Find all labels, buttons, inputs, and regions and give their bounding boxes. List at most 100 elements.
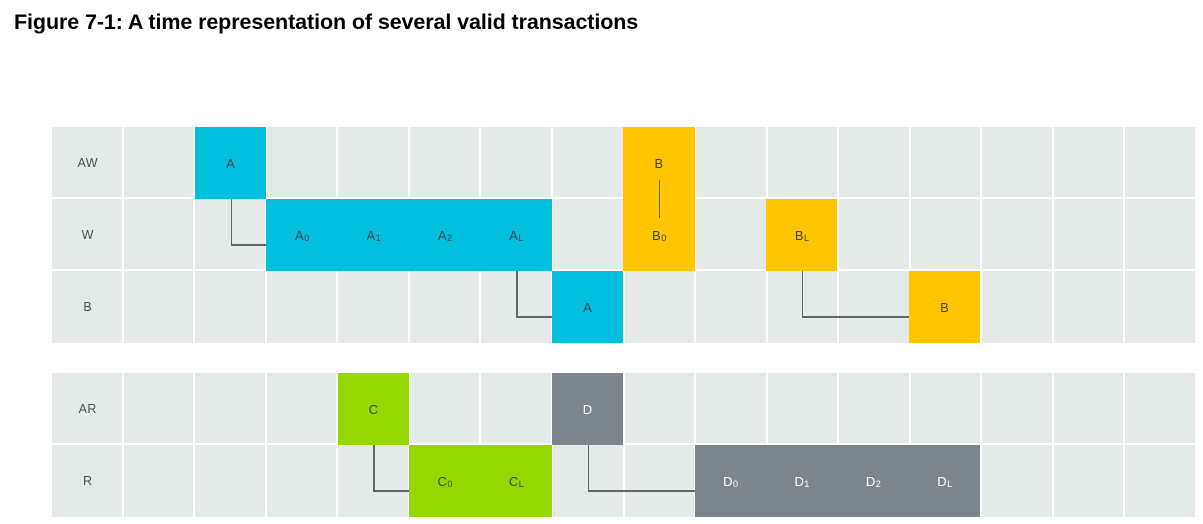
grid-cell bbox=[481, 271, 553, 343]
block-label: C bbox=[508, 473, 519, 489]
grid-cell bbox=[1125, 373, 1195, 445]
grid-cell bbox=[696, 271, 768, 343]
grid-cell bbox=[52, 199, 124, 271]
block-subscript: 0 bbox=[304, 233, 310, 243]
grid-cell bbox=[1125, 199, 1195, 271]
grid-cell bbox=[52, 373, 124, 445]
block-subscript: L bbox=[518, 233, 524, 243]
block-c: C bbox=[337, 373, 409, 445]
grid-cells bbox=[52, 271, 1195, 343]
block-label: A bbox=[295, 227, 304, 243]
grid-cell bbox=[982, 373, 1054, 445]
grid-cell bbox=[552, 127, 625, 199]
block-label: C bbox=[368, 401, 378, 417]
grid-cell bbox=[52, 127, 124, 199]
block-label: D bbox=[582, 401, 593, 417]
grid-cell bbox=[1053, 271, 1126, 343]
block-label: B bbox=[794, 227, 804, 243]
block-label: A bbox=[226, 155, 235, 171]
grid-cell bbox=[266, 271, 339, 343]
grid-cell bbox=[1125, 127, 1195, 199]
grid-cell bbox=[266, 127, 339, 199]
grid-cell bbox=[552, 445, 625, 517]
grid-cell bbox=[910, 373, 983, 445]
block-label: D bbox=[937, 473, 947, 489]
block-subscript: L bbox=[804, 233, 810, 243]
grid-cells bbox=[52, 127, 1195, 199]
block-subscript: 2 bbox=[447, 233, 453, 243]
grid-cell bbox=[266, 445, 339, 517]
block-label: D bbox=[865, 473, 876, 489]
block-subscript: 2 bbox=[875, 479, 881, 489]
grid-cell bbox=[123, 271, 196, 343]
grid-cell bbox=[910, 127, 983, 199]
grid-cell bbox=[910, 199, 983, 271]
block-subscript: 1 bbox=[804, 479, 810, 489]
grid-cells bbox=[52, 445, 1195, 517]
grid-cell bbox=[767, 373, 840, 445]
grid-cell bbox=[767, 271, 840, 343]
grid-cell bbox=[839, 199, 911, 271]
block-label: C bbox=[437, 473, 447, 489]
block-subscript: 1 bbox=[375, 233, 381, 243]
grid-cell bbox=[52, 271, 124, 343]
block-a: A bbox=[194, 127, 267, 199]
block-a: A bbox=[551, 271, 624, 343]
grid-cell bbox=[624, 445, 697, 517]
grid-cell bbox=[839, 271, 911, 343]
block-subscript: 0 bbox=[732, 479, 738, 489]
grid-cell bbox=[195, 445, 267, 517]
grid-cell bbox=[52, 445, 124, 517]
grid-cells bbox=[52, 373, 1195, 445]
block-subscript: L bbox=[947, 479, 953, 489]
grid-cell bbox=[696, 373, 768, 445]
block-label: A bbox=[509, 227, 518, 243]
block-label: D bbox=[794, 473, 804, 489]
grid-cell bbox=[696, 199, 768, 271]
grid-cell bbox=[195, 373, 267, 445]
grid-cell bbox=[767, 127, 840, 199]
grid-cell bbox=[338, 271, 410, 343]
grid-cell bbox=[123, 373, 196, 445]
block-label: B bbox=[652, 227, 661, 243]
grid-cell bbox=[409, 127, 482, 199]
grid-cell bbox=[696, 127, 768, 199]
grid-cell bbox=[1053, 127, 1126, 199]
block-subscript: L bbox=[518, 479, 524, 489]
block-subscript: 0 bbox=[661, 233, 667, 243]
grid-cell bbox=[266, 373, 339, 445]
grid-cell bbox=[1053, 199, 1126, 271]
block-label: B bbox=[940, 299, 949, 315]
grid-cell bbox=[982, 445, 1054, 517]
grid-cell bbox=[481, 373, 553, 445]
block-label: A bbox=[437, 227, 447, 243]
grid-cell bbox=[409, 271, 482, 343]
block-d: D bbox=[551, 373, 624, 445]
grid-cell bbox=[624, 271, 697, 343]
grid-cell bbox=[481, 127, 553, 199]
grid-cell bbox=[1053, 445, 1126, 517]
block-b: B bbox=[908, 271, 981, 343]
grid-cell bbox=[982, 127, 1054, 199]
grid-cell bbox=[409, 373, 482, 445]
grid-cell bbox=[1125, 271, 1195, 343]
block-label: B bbox=[654, 155, 664, 171]
grid-cell bbox=[195, 199, 267, 271]
grid-cell bbox=[123, 199, 196, 271]
